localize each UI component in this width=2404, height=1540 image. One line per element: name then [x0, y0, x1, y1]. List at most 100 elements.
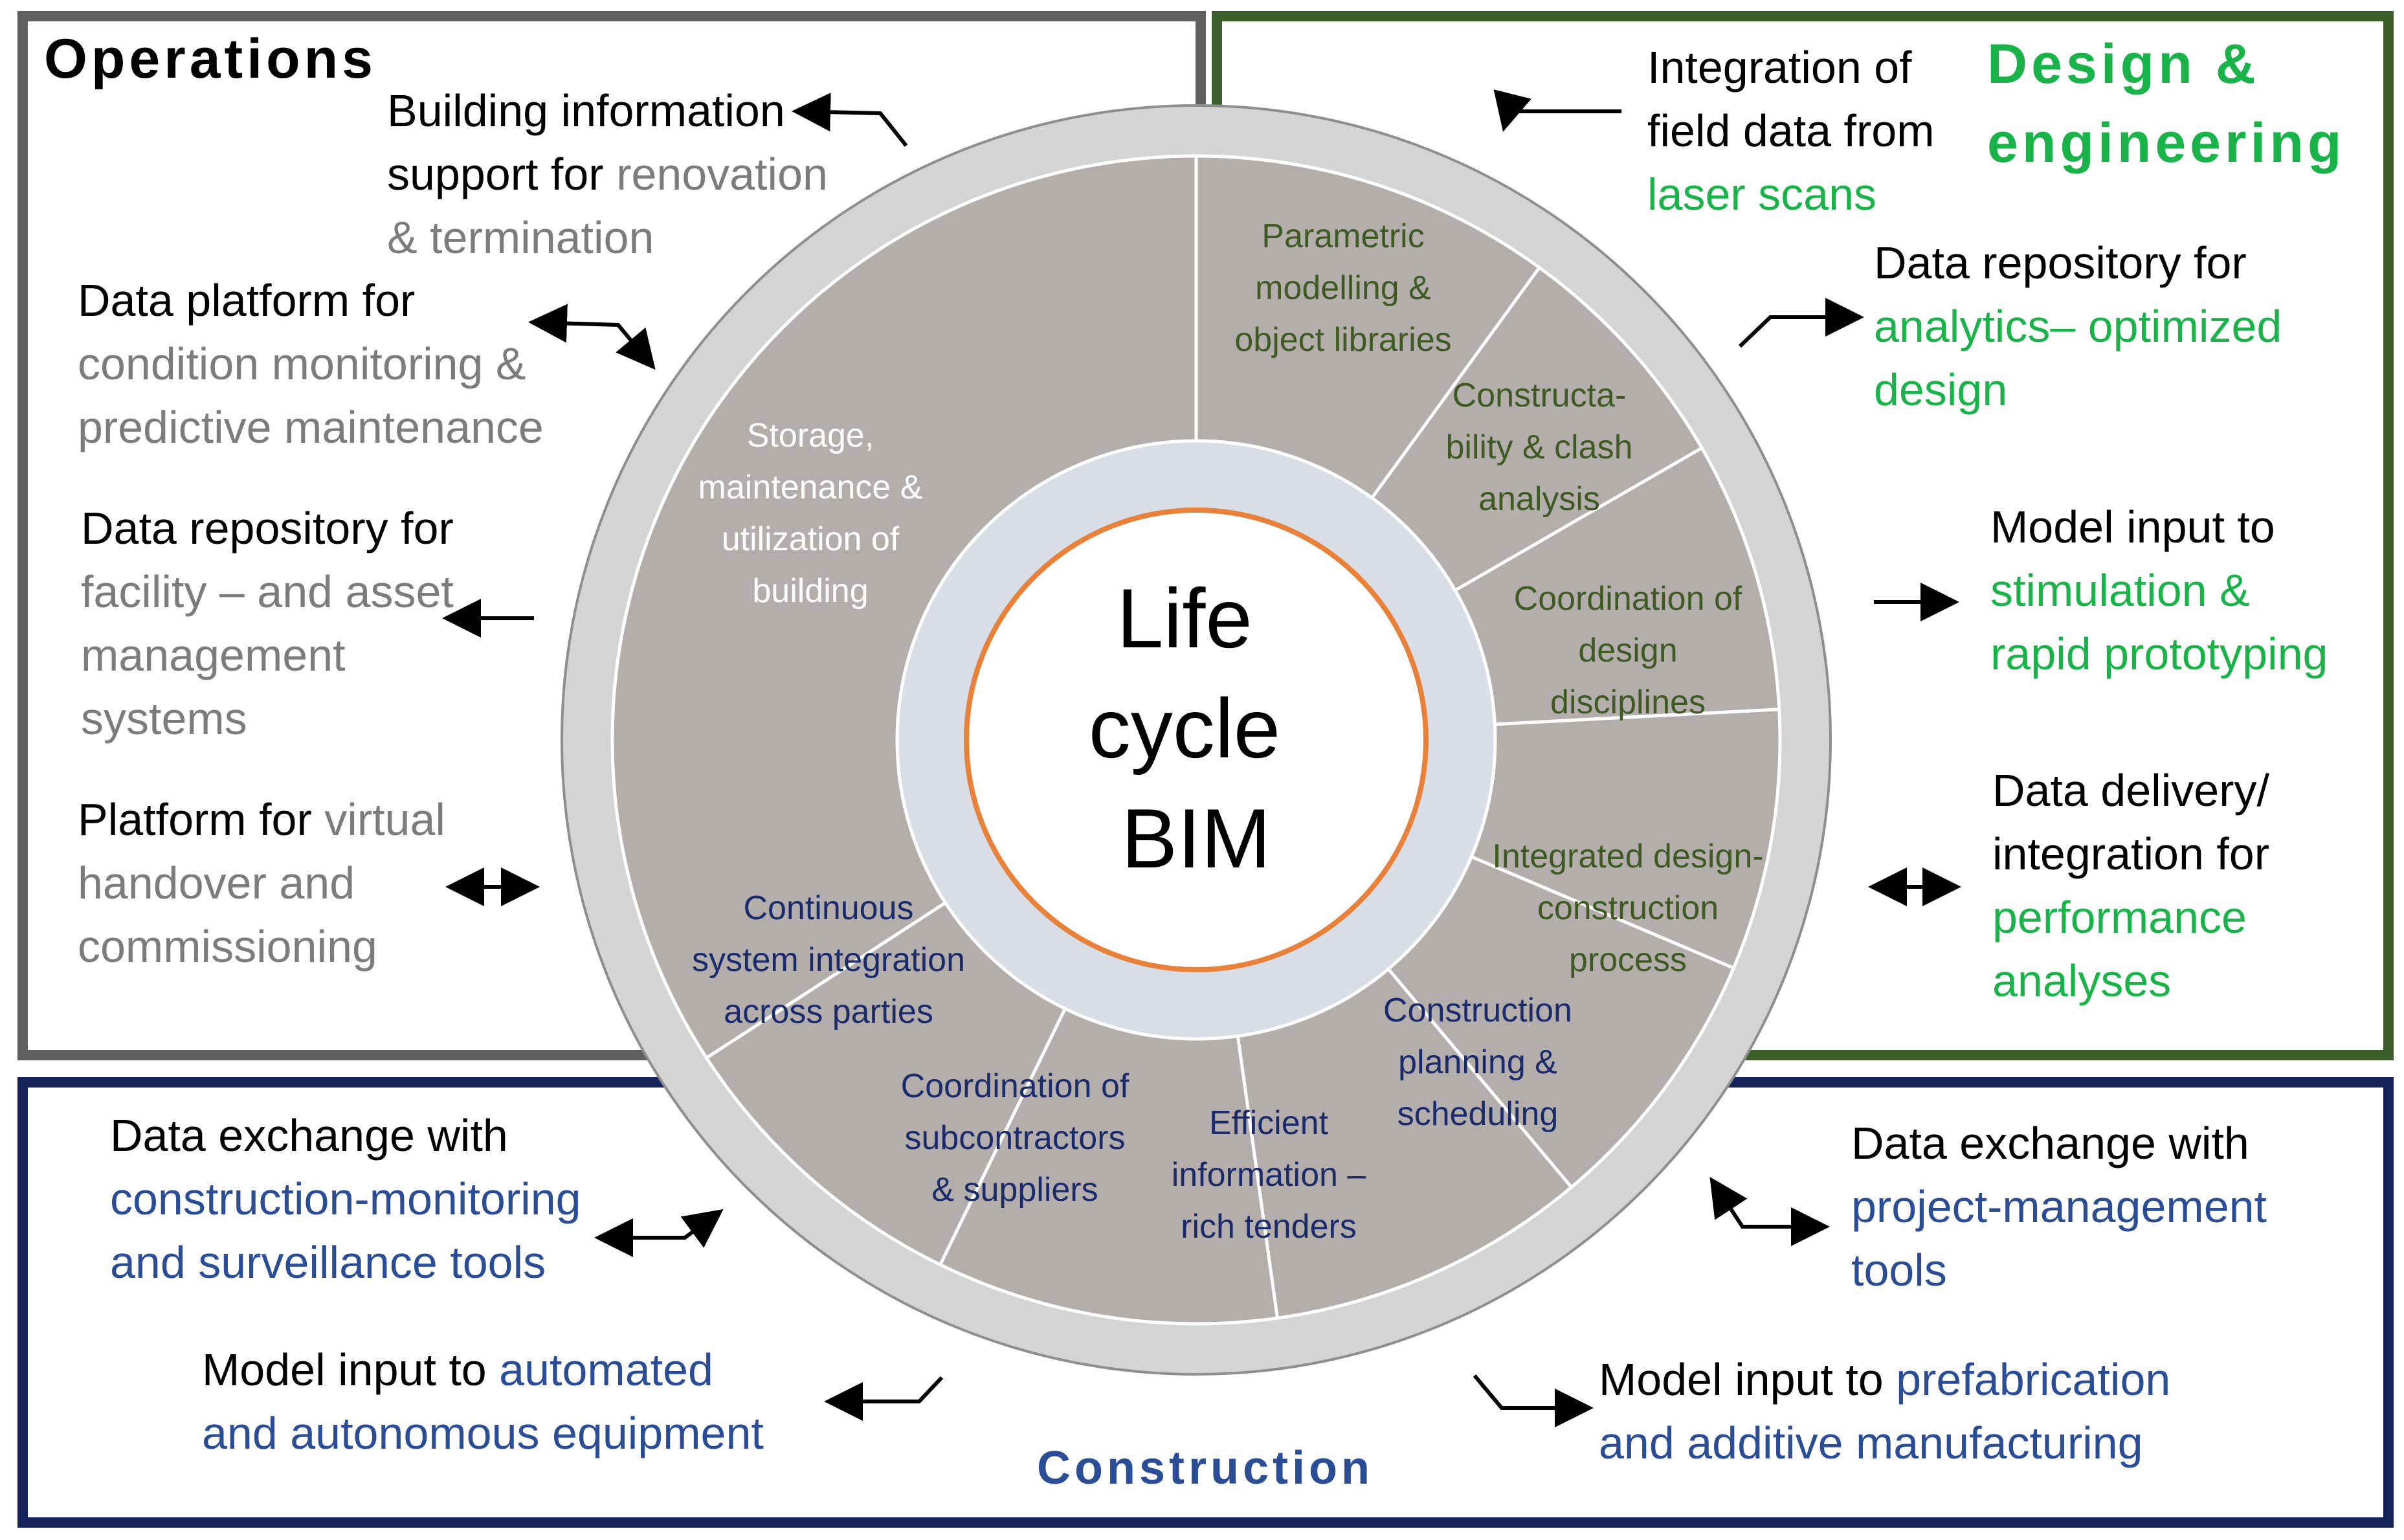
annotation-text-run: automated — [499, 1345, 713, 1395]
arrow-building-info — [792, 93, 908, 147]
segment-label-line: analysis — [1478, 480, 1600, 518]
annotation-ops-building-info: Building information support for renovati… — [387, 85, 828, 263]
annotation-text-run: management — [81, 630, 346, 680]
segment-divider — [706, 901, 946, 1060]
annotation-text-run: Data exchange with — [1851, 1118, 2249, 1168]
annotation-text-run: commissioning — [78, 921, 377, 972]
segment-divider — [1387, 968, 1573, 1188]
segment-label-storage: Storage, maintenance & utilization of build… — [698, 417, 923, 610]
segment-label-line: construction — [1537, 889, 1719, 927]
segment-label-line: Constructa- — [1452, 377, 1627, 414]
annotation-text-run: handover and — [78, 858, 355, 908]
annotation-text-run: facility – and asset — [81, 566, 454, 617]
annotation-text-run: analyses — [1992, 955, 2171, 1006]
arrow-analytics — [1738, 298, 1864, 348]
annotation-des-integration: Integration of field data from laser scans — [1647, 42, 1935, 219]
annotation-text-run: renovation — [616, 149, 828, 199]
segment-label-line: Coordination of — [1514, 580, 1742, 618]
annotation-text-run: systems — [81, 693, 247, 744]
segment-label-line: Storage, — [747, 417, 874, 454]
segment-label-line: Parametric — [1262, 218, 1424, 255]
annotation-text-run: analytics– optimized — [1874, 301, 2282, 352]
segment-label-line: planning & — [1398, 1043, 1557, 1081]
annotation-text-run: and additive manufacturing — [1599, 1418, 2143, 1468]
segment-label-line: building — [752, 572, 868, 610]
segment-label-subcontractors: Coordination of subcontractors & suppliers — [901, 1067, 1130, 1209]
annotation-text-run: and surveillance tools — [110, 1237, 546, 1288]
annotation-text-run: virtual — [324, 794, 445, 845]
center-label-line1: Life — [1117, 571, 1252, 665]
segment-divider — [1236, 1036, 1280, 1319]
segment-label-line: process — [1569, 941, 1687, 979]
segment-label-line: Coordination of — [901, 1067, 1130, 1105]
annotation-text-run: field data from — [1647, 106, 1935, 156]
annotation-text-run: Integration of — [1647, 42, 1912, 93]
segment-label-line: Continuous — [743, 889, 913, 927]
annotation-text-run: & termination — [387, 212, 654, 263]
annotation-text-run: design — [1874, 364, 2007, 415]
annotations: Building information support for renovati… — [78, 42, 2328, 1468]
center-label-line3: BIM — [1121, 791, 1271, 886]
center-disc — [964, 508, 1429, 972]
segment-dividers — [706, 156, 1779, 1319]
annotation-text-run: project-management — [1851, 1181, 2267, 1232]
annotation-text-run: Model input to — [1599, 1354, 1896, 1405]
arrow-automated — [824, 1376, 944, 1421]
connector-arrows — [442, 89, 1961, 1427]
annotation-text-run: laser scans — [1647, 169, 1876, 219]
segment-divider — [1454, 446, 1703, 592]
segment-label-line: design — [1578, 632, 1677, 669]
segment-label-line: Efficient — [1209, 1104, 1329, 1142]
arrow-laser-scans — [1493, 89, 1621, 132]
annotation-text-run: Data delivery/ — [1992, 765, 2270, 816]
segment-label-line: & suppliers — [931, 1171, 1098, 1209]
segment-label-line: bility & clash — [1446, 429, 1633, 466]
annotation-text-run: Building information — [387, 85, 785, 136]
segment-divider — [1495, 708, 1779, 726]
annotation-text-run: construction-monitoring — [110, 1174, 581, 1224]
annotation-ops-platform-virtual: Platform for virtual handover and commissi… — [78, 794, 445, 972]
annotation-text-run: Model input to — [202, 1345, 499, 1395]
segment-label-line: maintenance & — [698, 469, 923, 506]
annotation-text-run: support for — [387, 149, 616, 199]
segment-label-constructability: Constructa-bility & clash analysis — [1446, 377, 1633, 518]
annotation-text-run: Model input to — [1990, 502, 2275, 552]
annotation-text-run: tools — [1851, 1245, 1947, 1295]
arrow-prefab — [1473, 1374, 1594, 1427]
center-label: Life cycle BIM — [1089, 571, 1304, 886]
annotation-con-exchange-pm: Data exchange with project-management tool… — [1851, 1118, 2267, 1295]
segment-label-line: subcontractors — [904, 1119, 1125, 1157]
annotation-text-run: Data repository for — [1874, 238, 2247, 288]
annotation-text-run: Platform for — [78, 794, 324, 845]
segment-label-line: across parties — [724, 993, 933, 1031]
segment-label-line: disciplines — [1550, 684, 1706, 721]
segment-label-line: utilization of — [722, 520, 900, 558]
segment-labels: Storage, maintenance & utilization of build… — [692, 218, 1764, 1245]
arrow-monitoring — [594, 1209, 724, 1257]
segment-label-coordination-design: Coordination of design disciplines — [1514, 580, 1742, 721]
segment-divider — [939, 1008, 1067, 1266]
annotation-des-data-repository: Data repository for analytics– optimized d… — [1874, 238, 2282, 415]
segment-label-line: Integrated design- — [1492, 838, 1763, 875]
segment-label-line: Construction — [1383, 992, 1572, 1029]
operations-title: Operations — [44, 28, 377, 90]
annotation-text-run: predictive maintenance — [78, 402, 544, 452]
segment-label-line: rich tenders — [1181, 1208, 1357, 1245]
lifecycle-wheel: Life cycle BIM Storage, maintenance & util… — [561, 104, 1832, 1376]
annotation-text-run: performance — [1992, 892, 2247, 943]
annotation-text-run: rapid prototyping — [1990, 629, 2328, 679]
arrow-data-platform — [528, 304, 656, 370]
segment-label-integrated: Integrated design-construction process — [1492, 838, 1763, 979]
